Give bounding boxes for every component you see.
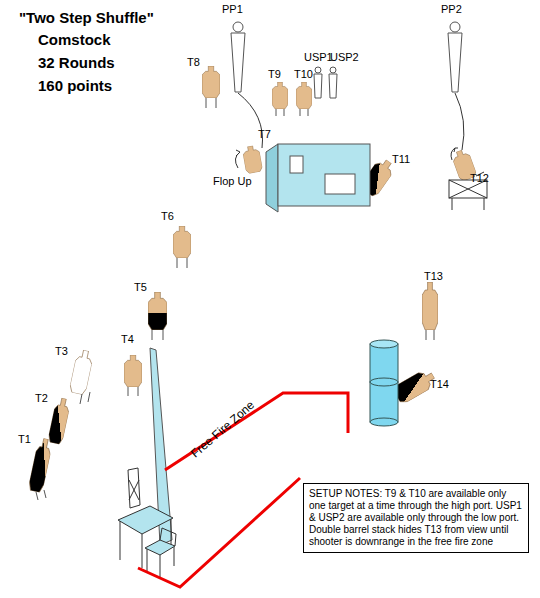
target-label: T10 — [294, 68, 313, 81]
target-label: T13 — [424, 270, 443, 283]
target-label: T4 — [121, 333, 134, 346]
target-label: T9 — [268, 68, 281, 81]
popper-label: PP1 — [222, 3, 243, 16]
target-label: T1 — [18, 433, 31, 446]
target-label: T6 — [161, 210, 174, 223]
target-label: T11 — [392, 153, 410, 166]
popper-label: USP1 — [304, 51, 333, 64]
node-text: Free Fire Zone — [188, 398, 257, 461]
stage-title: "Two Step Shuffle" — [19, 9, 154, 26]
popper-label: PP2 — [441, 3, 462, 16]
popper-label: USP2 — [330, 51, 359, 64]
flop-up-label: Flop Up — [213, 175, 252, 188]
free-fire-zone: Free Fire Zone — [188, 398, 257, 461]
target-label: T14 — [430, 378, 449, 391]
target-label: T2 — [35, 392, 48, 405]
target-label: T3 — [55, 345, 68, 358]
target-label: T8 — [187, 56, 200, 69]
target-label: T5 — [134, 281, 147, 294]
round-count: 32 Rounds — [38, 54, 115, 71]
target-label: T12 — [470, 172, 489, 185]
point-count: 160 points — [38, 77, 112, 94]
stage-subtitle: Comstock — [38, 31, 111, 48]
setup-notes-box: SETUP NOTES: T9 & T10 are available only… — [303, 483, 529, 553]
target-label: T7 — [258, 128, 271, 141]
node-text: SETUP NOTES: T9 & T10 are available only… — [309, 488, 523, 548]
